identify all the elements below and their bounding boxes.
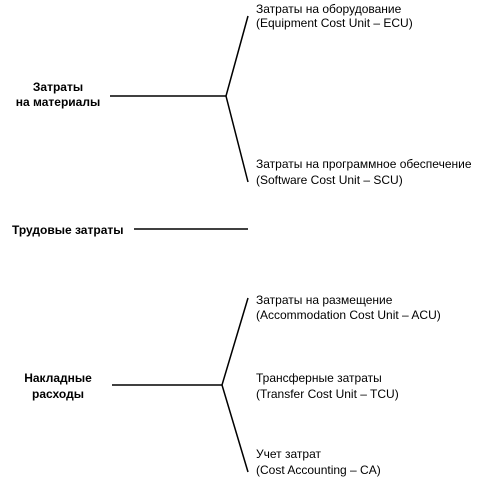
child-scu-line1: Затраты на программное обеспечение (256, 157, 472, 171)
group-materials-brace (225, 15, 249, 183)
child-acu: Затраты на размещение (Accommodation Cos… (256, 293, 441, 322)
child-ecu-line2: (Equipment Cost Unit – ECU) (256, 16, 413, 30)
child-acu-line2: (Accommodation Cost Unit – ACU) (256, 308, 441, 322)
group-materials: Затраты на материалы Затраты на оборудов… (16, 2, 472, 187)
group-materials-label-line2: на материалы (16, 95, 100, 109)
child-ca-line1: Учет затрат (256, 447, 321, 461)
child-tcu-line1: Трансферные затраты (256, 371, 382, 385)
child-tcu-line2: (Transfer Cost Unit – TCU) (256, 387, 399, 401)
child-tcu: Трансферные затраты (Transfer Cost Unit … (256, 371, 399, 401)
child-scu: Затраты на программное обеспечение (Soft… (256, 157, 472, 187)
group-overhead-brace (221, 297, 249, 473)
child-ecu-line1: Затраты на оборудование (256, 2, 402, 16)
child-scu-line2: (Software Cost Unit – SCU) (256, 173, 403, 187)
group-overhead-label-line2: расходы (32, 387, 84, 401)
child-ecu: Затраты на оборудование (Equipment Cost … (256, 2, 413, 30)
group-overhead-label-line1: Накладные (24, 371, 92, 385)
group-materials-label-line1: Затраты (33, 80, 83, 94)
group-labor: Трудовые затраты (12, 223, 248, 237)
group-overhead: Накладные расходы Затраты на размещение … (24, 293, 441, 477)
child-acu-line1: Затраты на размещение (256, 293, 393, 307)
child-ca: Учет затрат (Cost Accounting – CA) (256, 447, 381, 477)
group-labor-label: Трудовые затраты (12, 223, 124, 237)
child-ca-line2: (Cost Accounting – CA) (256, 463, 381, 477)
